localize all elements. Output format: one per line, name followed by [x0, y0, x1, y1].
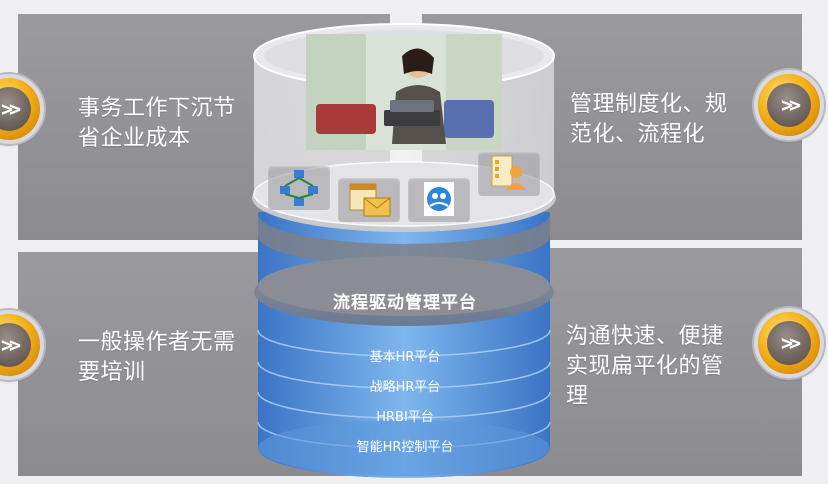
double-chevron-right-icon: >>	[767, 321, 811, 365]
calendar-mail-icon-tile[interactable]	[338, 178, 400, 222]
panel-text-no-training: 一般操作者无需 要培训	[78, 330, 236, 385]
platform-title: 流程驱动管理平台	[333, 293, 477, 313]
workflow-icon-tile[interactable]	[268, 166, 330, 210]
double-chevron-right-icon: >>	[0, 323, 31, 367]
arrow-button-top-right[interactable]: >>	[758, 74, 820, 136]
double-chevron-right-icon: >>	[767, 83, 811, 127]
layer-strategic-hr: 战略HR平台	[369, 380, 441, 395]
layer-intelligent-hr-control: 智能HR控制平台	[356, 440, 454, 455]
panel-text-cost: 事务工作下沉节 省企业成本	[78, 96, 236, 151]
layer-basic-hr: 基本HR平台	[369, 350, 441, 365]
business-woman-photo	[306, 34, 502, 150]
double-chevron-right-icon: >>	[0, 87, 31, 131]
layer-hrbi: HRBI平台	[376, 410, 434, 425]
contacts-icon-tile[interactable]	[478, 152, 540, 196]
workflow-icon	[280, 170, 318, 206]
panel-text-standardization: 管理制度化、规 范化、流程化	[570, 92, 728, 147]
panel-text-communication: 沟通快速、便捷 实现扁平化的管 理	[566, 324, 724, 409]
arrow-button-bottom-right[interactable]: >>	[758, 312, 820, 374]
contacts-icon	[491, 155, 526, 190]
people-icon-tile[interactable]	[408, 178, 470, 222]
people-icon	[424, 182, 454, 216]
calendar-mail-icon	[349, 183, 391, 217]
